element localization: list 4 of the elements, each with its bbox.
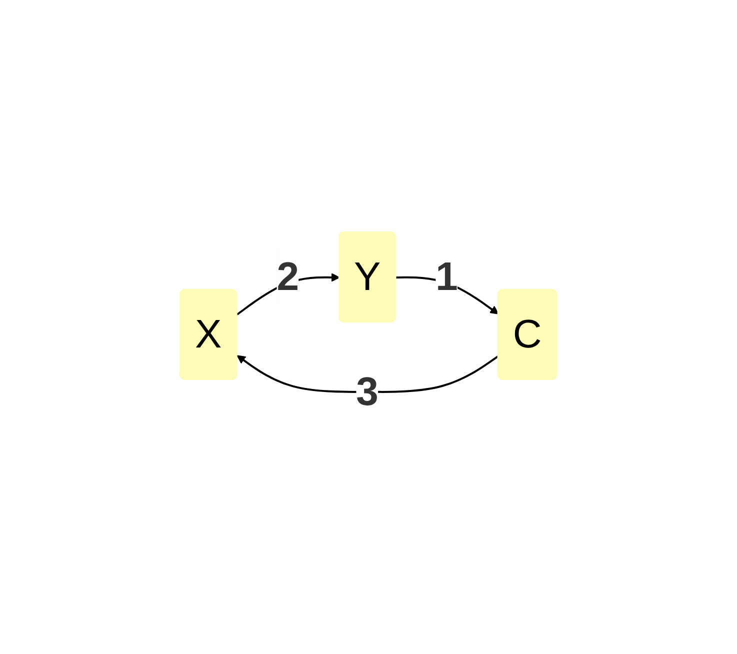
edge-label: 3: [356, 370, 379, 414]
edge-label: 2: [276, 255, 300, 299]
edge-label: 1: [436, 255, 458, 299]
arrow: [236, 355, 500, 393]
